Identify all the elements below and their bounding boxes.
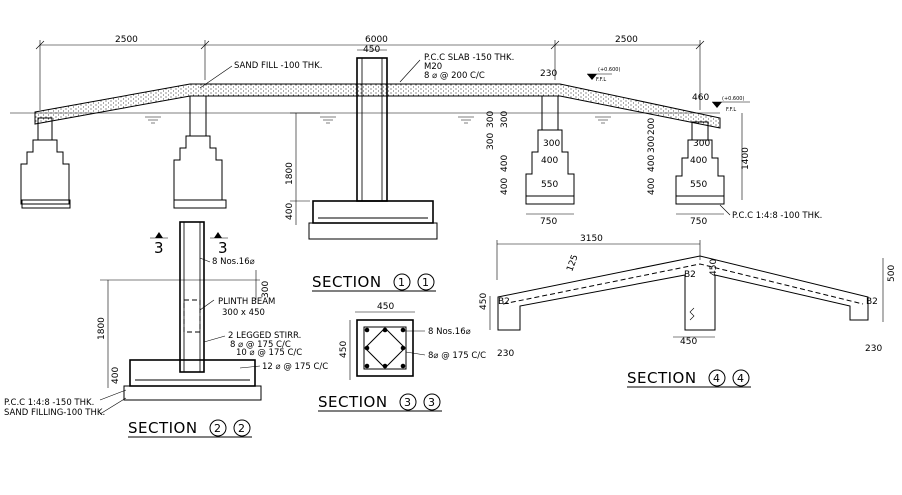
- cut-marker-right: 3: [218, 239, 228, 257]
- label-sand-filling: SAND FILLING-100 THK.: [4, 408, 105, 418]
- s4-b2-left: B2: [498, 297, 510, 307]
- svg-text:4: 4: [737, 372, 744, 385]
- dim-right-550: 550: [690, 180, 707, 190]
- svg-text:SECTION: SECTION: [318, 393, 388, 411]
- dim-s4-230-right: 230: [865, 344, 882, 354]
- dim-s3-450-top: 450: [377, 302, 394, 312]
- dim-left-span: 2500: [115, 35, 138, 45]
- dim-s4-3150: 3150: [580, 234, 603, 244]
- level-marker-mid: (+0.600) F.F.L: [587, 67, 620, 83]
- label-bar-12-175: 12 ⌀ @ 175 C/C: [262, 362, 328, 372]
- overall-dimension-line: [35, 40, 705, 110]
- dim-right-400b: 400: [647, 178, 657, 195]
- dim-right-300b: 300: [693, 139, 710, 149]
- dim-s2-1800: 1800: [97, 317, 107, 340]
- section-3-title: SECTION 3 3: [318, 393, 442, 412]
- label-s3-ties: 8⌀ @ 175 C/C: [428, 351, 486, 361]
- dim-mid-400b: 400: [500, 178, 510, 195]
- label-two-legged: 2 LEGGED STIRR.: [228, 331, 301, 341]
- dim-s4-500-right: 500: [887, 265, 897, 282]
- left-inner-pier: [173, 95, 227, 209]
- svg-text:1: 1: [422, 276, 429, 289]
- svg-text:1: 1: [398, 276, 405, 289]
- section-4-title: SECTION 4 4: [627, 369, 751, 388]
- dim-s1-height: 1800: [285, 162, 295, 185]
- cut-marker-left: 3: [154, 239, 164, 257]
- s4-b2-center: B2: [684, 270, 696, 280]
- label-s2-bars: 8 Nos.16⌀: [212, 257, 255, 267]
- dim-s1-footing: 400: [285, 203, 295, 220]
- label-bar-10-175: 10 ⌀ @ 175 C/C: [236, 348, 302, 358]
- dim-mid-300b: 300: [486, 111, 496, 128]
- label-bar-8-200: 8 ⌀ @ 200 C/C: [424, 71, 485, 81]
- label-pcc-148-150: P.C.C 1:4:8 -150 THK.: [4, 398, 94, 408]
- dim-center-span: 6000: [365, 35, 388, 45]
- dim-right-200: 200: [647, 118, 657, 135]
- dim-mid-400a: 400: [500, 155, 510, 172]
- svg-text:SECTION: SECTION: [312, 273, 382, 291]
- label-m20: M20: [424, 62, 442, 72]
- center-column: [308, 57, 438, 240]
- dim-right-460: 460: [692, 93, 709, 103]
- label-sand-fill: SAND FILL -100 THK.: [234, 61, 322, 71]
- section-3-3: 450 450 8 Nos.16⌀ 8⌀ @ 175 C/C: [339, 302, 486, 380]
- dim-mid-230: 230: [540, 69, 557, 79]
- elevation-overall: 2500 6000 2500: [10, 35, 822, 240]
- label-plinth-beam: PLINTH BEAM: [218, 297, 275, 307]
- dim-right-1400: 1400: [741, 147, 751, 170]
- section-2-title: SECTION 2 2: [128, 419, 252, 438]
- svg-text:4: 4: [713, 372, 720, 385]
- dim-mid-400c: 400: [541, 156, 558, 166]
- right-end-pier: [675, 121, 725, 205]
- label-pcc-148-100: P.C.C 1:4:8 -100 THK.: [732, 211, 822, 221]
- dim-mid-300-label: 300: [543, 139, 560, 149]
- dim-s4-450-left: 450: [479, 293, 489, 310]
- dim-right-span: 2500: [615, 35, 638, 45]
- svg-text:SECTION: SECTION: [627, 369, 697, 387]
- section-2-2: 3 3 1800 400 300 8 Nos.16⌀ PLINTH BEAM 3…: [4, 221, 328, 418]
- svg-text:(+0.600): (+0.600): [598, 67, 620, 73]
- dim-s4-450-bottom: 450: [680, 337, 697, 347]
- dim-s4-125: 125: [565, 253, 580, 273]
- dim-mid-550: 550: [541, 180, 558, 190]
- dim-right-400a: 400: [647, 155, 657, 172]
- section-4-4: 3150 450 B2 B2 B2 125 450 500 450 230 23…: [479, 234, 897, 359]
- svg-text:(+0.600): (+0.600): [722, 96, 744, 102]
- dim-right-400c: 400: [690, 156, 707, 166]
- dim-col-width: 450: [363, 45, 380, 55]
- svg-text:SECTION: SECTION: [128, 419, 198, 437]
- dim-right-750: 750: [690, 217, 707, 227]
- dim-right-300a: 300: [647, 136, 657, 153]
- label-pcc-slab: P.C.C SLAB -150 THK.: [424, 53, 514, 63]
- dim-mid-300c: 300: [500, 111, 510, 128]
- section-1-title: SECTION 1 1: [312, 273, 436, 292]
- middle-right-pier: [525, 95, 575, 205]
- s4-b2-right: B2: [866, 297, 878, 307]
- dim-s2-300: 300: [261, 281, 271, 298]
- level-marker-right: (+0.600) F.F.L: [712, 96, 750, 113]
- svg-text:2: 2: [238, 422, 245, 435]
- left-pier: [20, 117, 71, 209]
- dim-mid-300: 300: [486, 133, 496, 150]
- ground-symbols: [145, 116, 611, 124]
- label-bar-8-175: 8 ⌀ @ 175 C/C: [230, 340, 291, 350]
- s3-rebars: [364, 327, 406, 369]
- label-s3-bars: 8 Nos.16⌀: [428, 327, 471, 337]
- svg-text:2: 2: [214, 422, 221, 435]
- svg-text:F.F.L: F.F.L: [726, 107, 736, 113]
- svg-text:3: 3: [404, 396, 411, 409]
- dim-s4-230-left: 230: [497, 349, 514, 359]
- svg-text:3: 3: [428, 396, 435, 409]
- label-plinth-beam-size: 300 x 450: [222, 308, 265, 318]
- dim-s4-450-center: 450: [709, 259, 719, 276]
- pcc-slab: [34, 83, 721, 129]
- dim-mid-750: 750: [540, 217, 557, 227]
- dim-s2-400: 400: [111, 367, 121, 384]
- svg-text:F.F.L: F.F.L: [596, 77, 606, 83]
- dim-s3-450-side: 450: [339, 341, 349, 358]
